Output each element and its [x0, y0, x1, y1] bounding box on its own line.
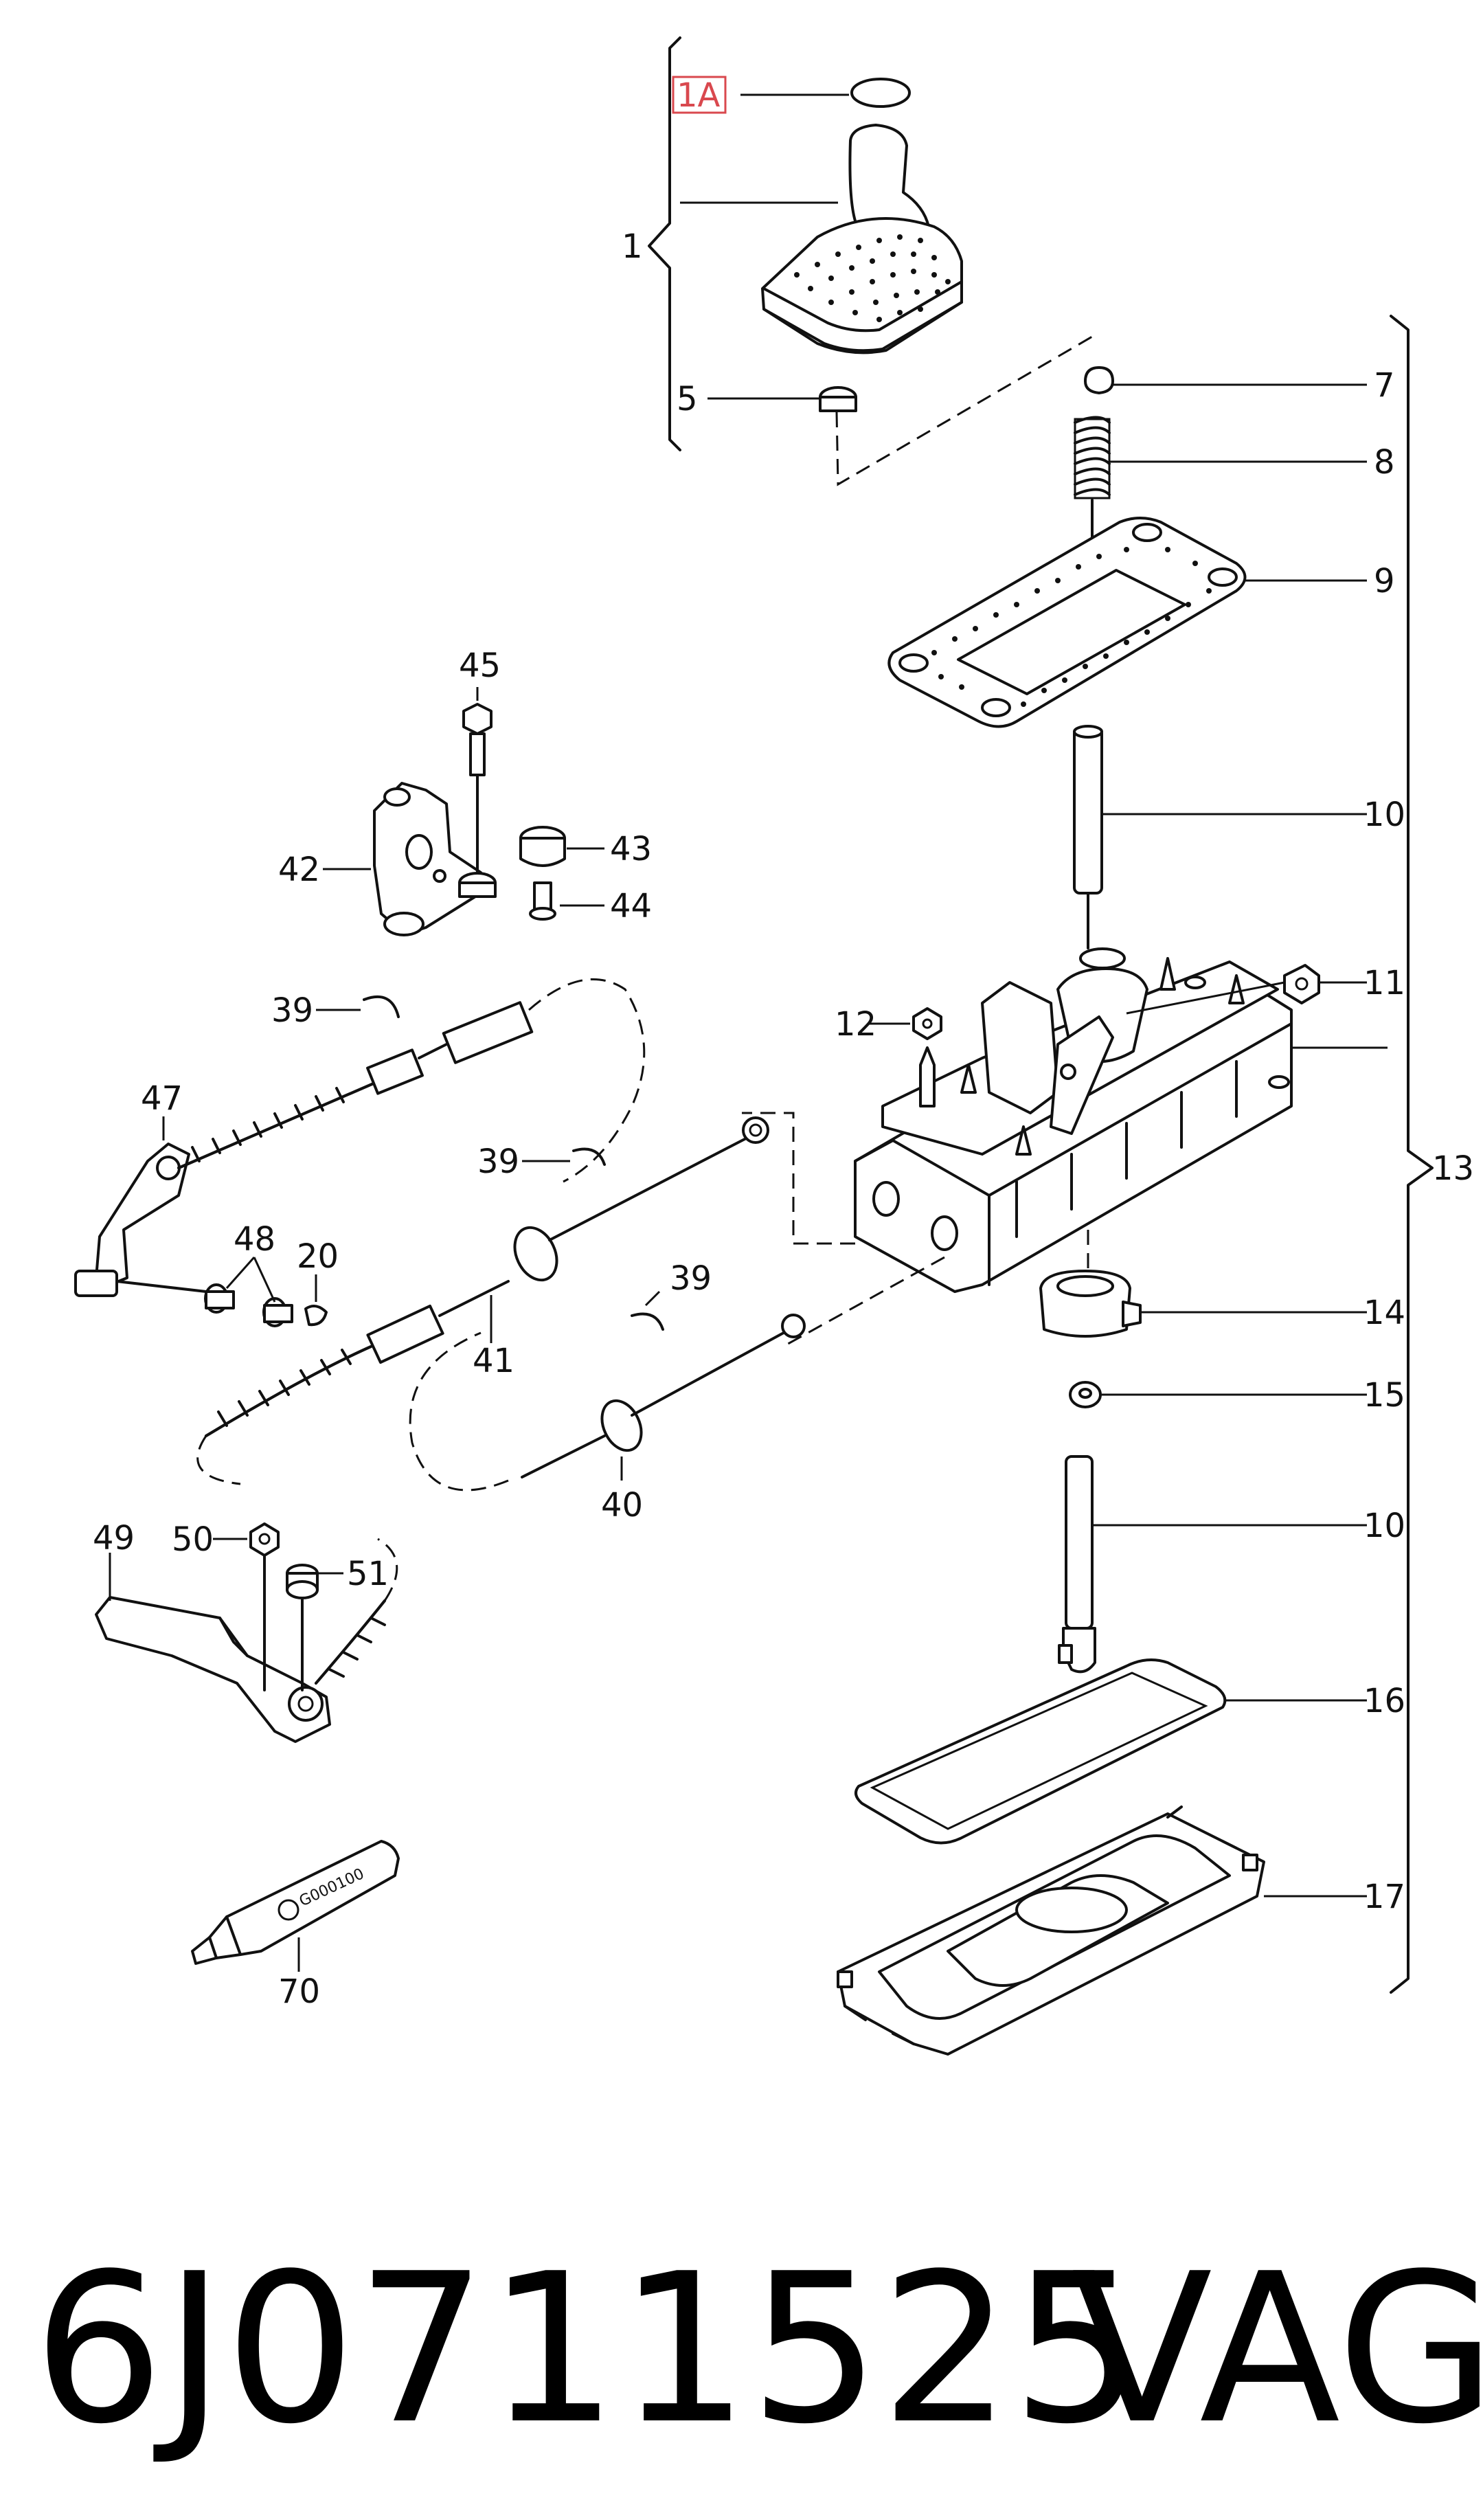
callout-50: 50: [172, 1520, 214, 1559]
cable-47-sheath[interactable]: [177, 978, 646, 1183]
callout-5: 5: [677, 380, 698, 418]
part-5-clamp[interactable]: [819, 386, 857, 412]
part-15-washer[interactable]: [1069, 1381, 1102, 1408]
caption-footer: 6J0711525 VAG: [0, 2226, 1483, 2520]
part-47-cable-end[interactable]: [74, 1143, 207, 1297]
dashed-path-cable-40: [782, 1256, 945, 1348]
callout-39-upper: 39: [271, 991, 313, 1030]
part-10-shift-rod-lower[interactable]: [1058, 1455, 1096, 1674]
part-51-bushing[interactable]: [286, 1564, 319, 1691]
callout-8: 8: [1374, 443, 1395, 482]
part-20-clip[interactable]: [304, 1305, 328, 1327]
part-11-clip[interactable]: [1283, 964, 1320, 1004]
part-7-circlip[interactable]: [1084, 366, 1114, 394]
part-number: 6J0711525: [33, 2229, 1143, 2469]
part-14-bushing[interactable]: [1039, 1270, 1142, 1338]
part-40-cable[interactable]: [409, 1314, 806, 1492]
part-49-selector-lever[interactable]: [95, 1596, 331, 1743]
part-43-grommet[interactable]: [519, 826, 566, 867]
part-9-gasket[interactable]: [887, 517, 1247, 728]
leader-11-to-housing: [1126, 981, 1285, 1015]
part-16-gasket[interactable]: [854, 1658, 1227, 1845]
part-8-spring[interactable]: [1074, 416, 1111, 499]
part-39-clip-lower[interactable]: [631, 1312, 664, 1331]
callout-20: 20: [297, 1237, 339, 1276]
part-1-gear-knob[interactable]: [761, 124, 963, 355]
callout-13: 13: [1432, 1149, 1474, 1188]
callout-51: 51: [347, 1555, 389, 1593]
callout-42: 42: [278, 851, 320, 889]
cable-41-end-spring[interactable]: [315, 1538, 398, 1685]
exploded-parts-diagram: G000100 1A 1 5 7 8 9 10 11 12 13 14 15 1…: [74, 36, 1474, 2056]
dashed-path-cable-41: [742, 1112, 855, 1245]
callout-14: 14: [1363, 1294, 1405, 1332]
brand-name: VAG: [1072, 2229, 1483, 2469]
part-48-bushings[interactable]: [204, 1283, 293, 1327]
dashed-path-knob: [835, 335, 1093, 486]
part-13-shift-housing[interactable]: [854, 947, 1293, 1293]
callout-43: 43: [610, 830, 652, 868]
callout-12: 12: [835, 1005, 876, 1044]
part-45-bolt[interactable]: [462, 703, 493, 776]
callout-48: 48: [234, 1220, 275, 1259]
bracket-group-13: [1390, 315, 1434, 1994]
part-17-base-plate[interactable]: [837, 1805, 1265, 2056]
part-39-clip-upper[interactable]: [363, 995, 400, 1018]
highlight-box-1a: [672, 76, 727, 114]
part-1a-cap[interactable]: [850, 78, 911, 108]
callout-1: 1: [622, 227, 643, 266]
callout-41: 41: [473, 1342, 514, 1380]
callout-16: 16: [1363, 1682, 1405, 1720]
callout-47: 47: [141, 1079, 183, 1118]
callout-49: 49: [93, 1519, 135, 1557]
callout-39-mid: 39: [477, 1143, 519, 1181]
callout-45: 45: [459, 646, 501, 685]
part-10-shift-rod-upper[interactable]: [1073, 725, 1103, 895]
callout-44: 44: [610, 887, 652, 925]
part-70-grease-tube[interactable]: G000100: [191, 1840, 400, 1965]
callout-70: 70: [278, 1972, 320, 2011]
callout-40: 40: [601, 1486, 643, 1525]
callout-7: 7: [1374, 366, 1395, 405]
callout-1a: 1A: [677, 76, 721, 115]
part-50-nut[interactable]: [249, 1522, 280, 1691]
callout-9: 9: [1374, 562, 1395, 600]
callout-10-lower: 10: [1363, 1507, 1405, 1545]
part-44-sleeve[interactable]: [529, 881, 556, 921]
callout-17: 17: [1363, 1878, 1405, 1916]
leader-48-a: [225, 1257, 256, 1289]
callout-15: 15: [1363, 1376, 1405, 1415]
leader-48-b: [253, 1257, 276, 1303]
part-grommet-bolt[interactable]: [458, 872, 497, 898]
callout-11: 11: [1363, 964, 1405, 1002]
part-41-cable[interactable]: [196, 1116, 769, 1485]
callout-39-lower: 39: [670, 1259, 712, 1298]
leader-39-lower: [644, 1290, 661, 1307]
bracket-group-1: [648, 36, 681, 451]
part-12-nut[interactable]: [912, 1007, 942, 1107]
part-39-clip-mid[interactable]: [572, 1147, 606, 1166]
callout-10-upper: 10: [1363, 796, 1405, 834]
part-42-bracket[interactable]: [373, 782, 482, 936]
